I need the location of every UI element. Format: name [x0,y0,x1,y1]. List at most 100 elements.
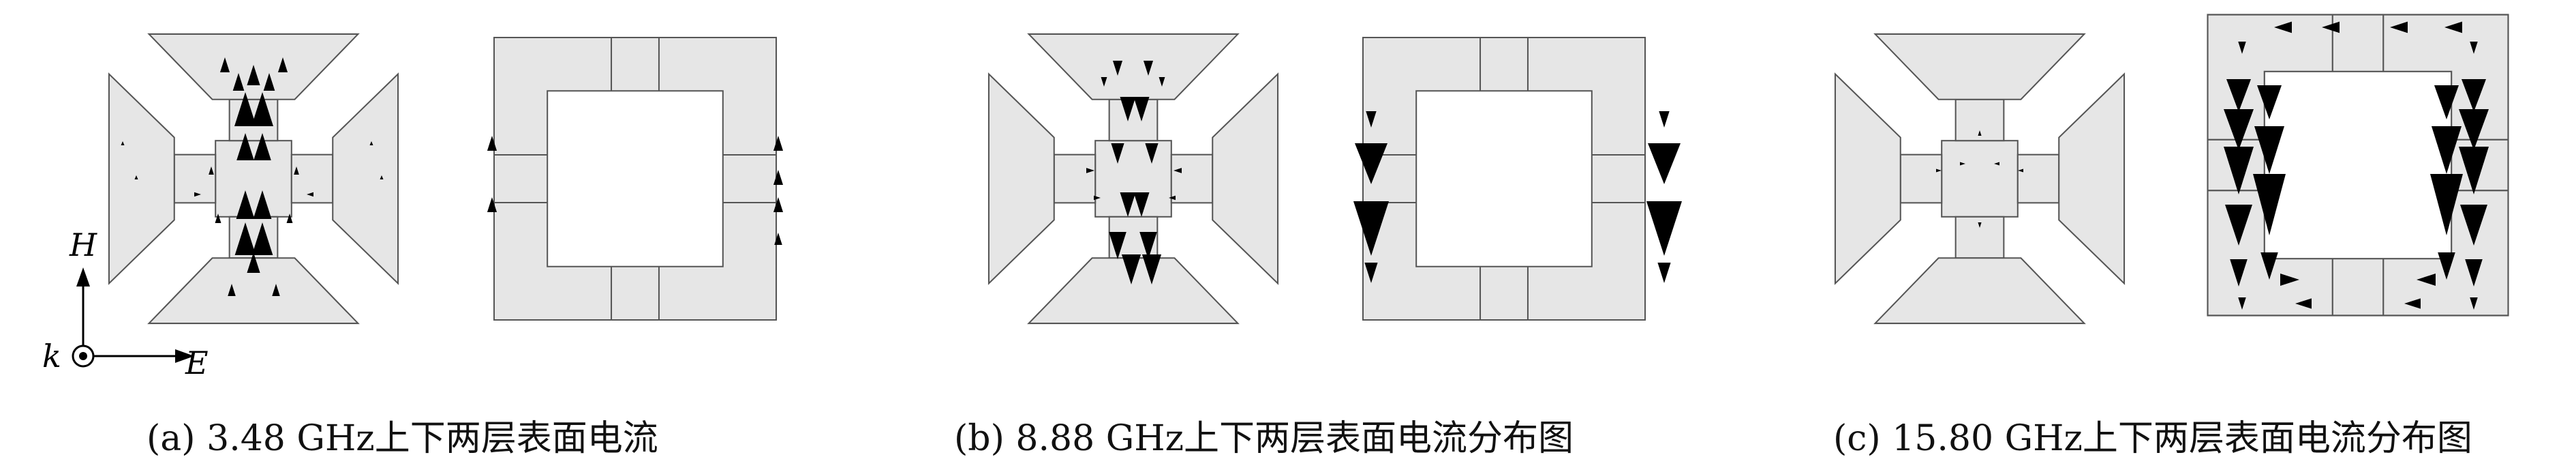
current-arrow [2470,42,2478,54]
current-arrow [2438,252,2455,280]
current-arrow [1994,162,1999,166]
current-arrow [2459,147,2489,194]
panel-b [987,33,1682,325]
current-arrow [1133,97,1150,121]
caption-b: (b) 8.88 GHz上下两层表面电流分布图 [954,418,1574,459]
current-arrows-b [1086,61,1682,284]
current-arrow [2280,274,2299,286]
current-arrow [1141,254,1162,284]
current-arrow [773,136,784,151]
current-arrow [236,133,254,160]
current-arrow [1978,130,1982,136]
current-arrow [1143,61,1154,76]
current-arrow [209,166,214,175]
h-field-label: H [69,226,97,263]
current-arrow [236,190,255,219]
current-arrow [1111,143,1124,164]
current-arrow [1159,77,1165,87]
current-arrow [1353,201,1389,256]
current-arrows-c [1936,21,2489,310]
k-vector-label: k [42,338,61,374]
current-arrow [247,252,260,273]
current-arrow [773,170,784,185]
current-arrow [251,222,273,255]
current-arrow [380,175,384,179]
current-arrow [487,136,497,151]
current-arrow [1121,254,1141,284]
current-arrow [1120,192,1136,217]
current-arrow [2224,147,2254,194]
current-arrow [487,197,497,212]
current-arrow [134,175,138,179]
current-arrow [1094,195,1101,201]
current-arrow [277,57,288,72]
current-arrow [194,192,201,197]
current-arrow [1109,232,1126,259]
current-arrow [2257,85,2282,119]
current-arrow [2238,42,2246,54]
current-arrow [219,57,230,72]
e-field-label: E [185,344,209,381]
current-arrow [263,73,275,91]
current-arrow [234,222,256,255]
ring-resonator-a [493,36,778,321]
current-arrow [2254,126,2284,174]
current-arrow [2322,21,2340,33]
current-arrow [294,166,299,175]
current-arrows-a [121,57,784,296]
current-arrow [253,190,272,219]
ring-resonator-c [2207,14,2509,317]
cross-resonator-b [987,33,1279,325]
current-arrow [254,133,271,160]
current-arrow [272,284,280,296]
current-arrow [232,73,245,91]
current-arrow [1101,77,1107,87]
current-arrow [1355,143,1387,184]
current-arrow [247,65,260,85]
current-arrow [1120,97,1136,121]
current-arrow [2434,85,2459,119]
current-arrow [2404,298,2421,309]
current-arrow [2226,79,2251,112]
current-arrow [1936,168,1942,173]
current-arrow [2260,252,2278,280]
current-arrow [251,92,273,126]
current-arrow [1366,111,1377,128]
current-arrow [1133,192,1150,217]
current-arrow [2460,205,2487,246]
current-arrow [2253,174,2286,235]
current-arrow [1978,222,1982,228]
current-arrow [228,284,236,296]
panel-c [1834,14,2509,325]
current-arrow [2459,109,2489,150]
current-arrow [2417,274,2436,286]
current-arrow [2295,298,2312,309]
current-arrow [121,141,125,145]
current-arrow [1364,263,1378,283]
current-arrow [1086,168,1094,173]
current-arrow [1648,143,1681,184]
current-arrow [286,214,293,223]
panel-a: H k E [42,33,784,381]
current-arrow [2390,21,2408,33]
current-arrow [2230,259,2248,287]
current-arrow [2224,109,2254,150]
current-arrow [2238,297,2246,310]
coordinate-axes [72,267,194,368]
cross-resonator-c [1834,33,2126,325]
current-arrow [2462,79,2486,112]
current-arrow [2274,21,2292,33]
caption-c: (c) 15.80 GHz上下两层表面电流分布图 [1833,418,2472,459]
caption-a: (a) 3.48 GHz上下两层表面电流 [147,418,658,459]
current-arrow [2430,174,2463,235]
current-arrow [1139,232,1157,259]
current-arrow [1646,201,1682,256]
current-arrow [1960,162,1965,166]
current-arrow [1169,195,1176,201]
current-arrow [215,214,221,223]
current-arrow [773,197,784,212]
current-arrow [2432,126,2462,174]
current-arrow [1145,143,1159,164]
